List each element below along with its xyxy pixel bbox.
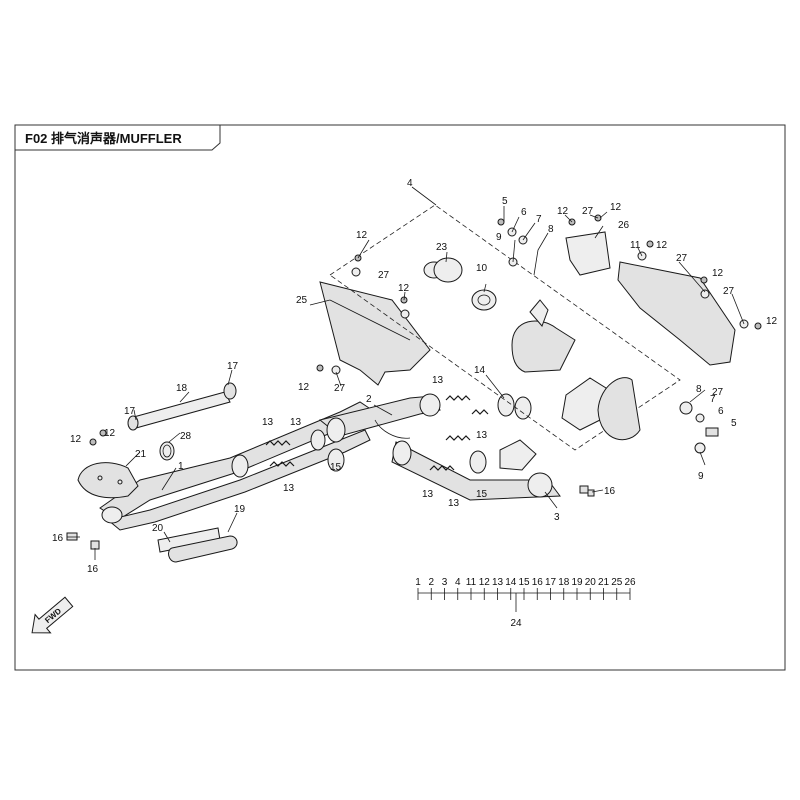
callout-15: 15 bbox=[330, 462, 342, 473]
callout-27: 27 bbox=[712, 387, 724, 398]
part-header-pipe bbox=[99, 401, 373, 531]
kit-item-label: 3 bbox=[442, 577, 448, 588]
callout-17: 17 bbox=[227, 361, 239, 372]
callout-1: 1 bbox=[178, 461, 184, 472]
kit-item-label: 11 bbox=[466, 577, 477, 588]
callout-labels: 1 2 3 4 5 5 6 6 7 7 8 8 9 9 10 11 12 12 … bbox=[52, 178, 778, 575]
kit-item-label: 21 bbox=[598, 577, 610, 588]
callout-27: 27 bbox=[378, 270, 390, 281]
callout-9: 9 bbox=[698, 471, 704, 482]
part-front-heat-shield bbox=[77, 462, 139, 499]
kit-item-label: 16 bbox=[532, 577, 544, 588]
kit-item-label: 1 bbox=[415, 577, 421, 588]
kit-item-label: 26 bbox=[624, 577, 636, 588]
kit-item-label: 15 bbox=[518, 577, 530, 588]
callout-23: 23 bbox=[436, 242, 448, 253]
part-rear-pipe-3 bbox=[391, 439, 561, 501]
callout-17: 17 bbox=[124, 406, 136, 417]
callout-7: 7 bbox=[536, 214, 542, 225]
callout-12: 12 bbox=[656, 240, 668, 251]
part-right-heat-shield bbox=[617, 261, 736, 366]
callout-13: 13 bbox=[422, 489, 434, 500]
callout-27: 27 bbox=[334, 383, 346, 394]
kit-item-label: 12 bbox=[479, 577, 491, 588]
kit-item-label: 20 bbox=[585, 577, 597, 588]
callout-13: 13 bbox=[290, 417, 302, 428]
callout-6: 6 bbox=[521, 207, 527, 218]
callout-7: 7 bbox=[710, 394, 716, 405]
part-muffler-4-dashed-box bbox=[329, 204, 681, 451]
bolt-16-left bbox=[66, 532, 100, 550]
callout-13: 13 bbox=[448, 498, 460, 509]
callout-16: 16 bbox=[52, 533, 64, 544]
callout-12: 12 bbox=[298, 382, 310, 393]
callout-14: 14 bbox=[474, 365, 486, 376]
callout-12: 12 bbox=[356, 230, 368, 241]
callout-11: 11 bbox=[630, 240, 641, 251]
callout-6: 6 bbox=[718, 406, 724, 417]
callout-24: 24 bbox=[510, 618, 522, 629]
callout-12: 12 bbox=[398, 283, 410, 294]
kit-item-label: 14 bbox=[505, 577, 517, 588]
title-tab: F02 排气消声器/MUFFLER bbox=[14, 125, 221, 151]
callout-13: 13 bbox=[432, 375, 444, 386]
drawing-frame bbox=[14, 124, 786, 671]
kit-item-label: 25 bbox=[611, 577, 623, 588]
callout-27: 27 bbox=[723, 286, 735, 297]
callout-9: 9 bbox=[496, 232, 502, 243]
callout-13: 13 bbox=[476, 430, 488, 441]
diagram-title: F02 排气消声器/MUFFLER bbox=[25, 131, 182, 146]
callout-13: 13 bbox=[262, 417, 274, 428]
callout-27: 27 bbox=[676, 253, 688, 264]
bolt-16-right bbox=[579, 485, 595, 497]
part-gasket-28 bbox=[159, 441, 175, 461]
callout-28: 28 bbox=[180, 431, 192, 442]
gaskets-15-14 bbox=[310, 393, 532, 474]
kit-item-label: 17 bbox=[545, 577, 557, 588]
callout-12: 12 bbox=[104, 428, 116, 439]
leader-lines bbox=[67, 186, 745, 560]
kit-item-label: 4 bbox=[455, 577, 461, 588]
callout-15: 15 bbox=[476, 489, 488, 500]
fwd-arrow-icon: FWD bbox=[31, 596, 74, 634]
callout-25: 25 bbox=[296, 295, 308, 306]
callout-12: 12 bbox=[766, 316, 778, 327]
springs-13 bbox=[265, 395, 489, 471]
callout-18: 18 bbox=[176, 383, 188, 394]
callout-26: 26 bbox=[618, 220, 630, 231]
callout-21: 21 bbox=[135, 449, 147, 460]
callout-12: 12 bbox=[712, 268, 724, 279]
nut-12-left bbox=[89, 429, 107, 446]
part-end-cap-26 bbox=[565, 231, 611, 276]
callout-5: 5 bbox=[502, 196, 508, 207]
callout-4: 4 bbox=[407, 178, 413, 189]
callout-20: 20 bbox=[152, 523, 164, 534]
callout-12: 12 bbox=[557, 206, 569, 217]
part-tube-19 bbox=[168, 535, 238, 563]
callout-27: 27 bbox=[582, 206, 594, 217]
part-center-pipe-2 bbox=[318, 393, 441, 443]
callout-10: 10 bbox=[476, 263, 488, 274]
callout-16: 16 bbox=[604, 486, 616, 497]
callout-13: 13 bbox=[283, 483, 295, 494]
callout-5: 5 bbox=[731, 418, 737, 429]
callout-2: 2 bbox=[366, 394, 372, 405]
callout-3: 3 bbox=[554, 512, 560, 523]
part-muffler-body bbox=[423, 257, 641, 441]
callout-8: 8 bbox=[548, 224, 554, 235]
callout-16: 16 bbox=[87, 564, 99, 575]
kit-item-label: 19 bbox=[571, 577, 583, 588]
kit-item-label: 18 bbox=[558, 577, 570, 588]
kit-item-label: 13 bbox=[492, 577, 504, 588]
callout-12: 12 bbox=[610, 202, 622, 213]
kit-item-label: 2 bbox=[428, 577, 434, 588]
callout-19: 19 bbox=[234, 504, 246, 515]
callout-8: 8 bbox=[696, 384, 702, 395]
callout-12: 12 bbox=[70, 434, 82, 445]
